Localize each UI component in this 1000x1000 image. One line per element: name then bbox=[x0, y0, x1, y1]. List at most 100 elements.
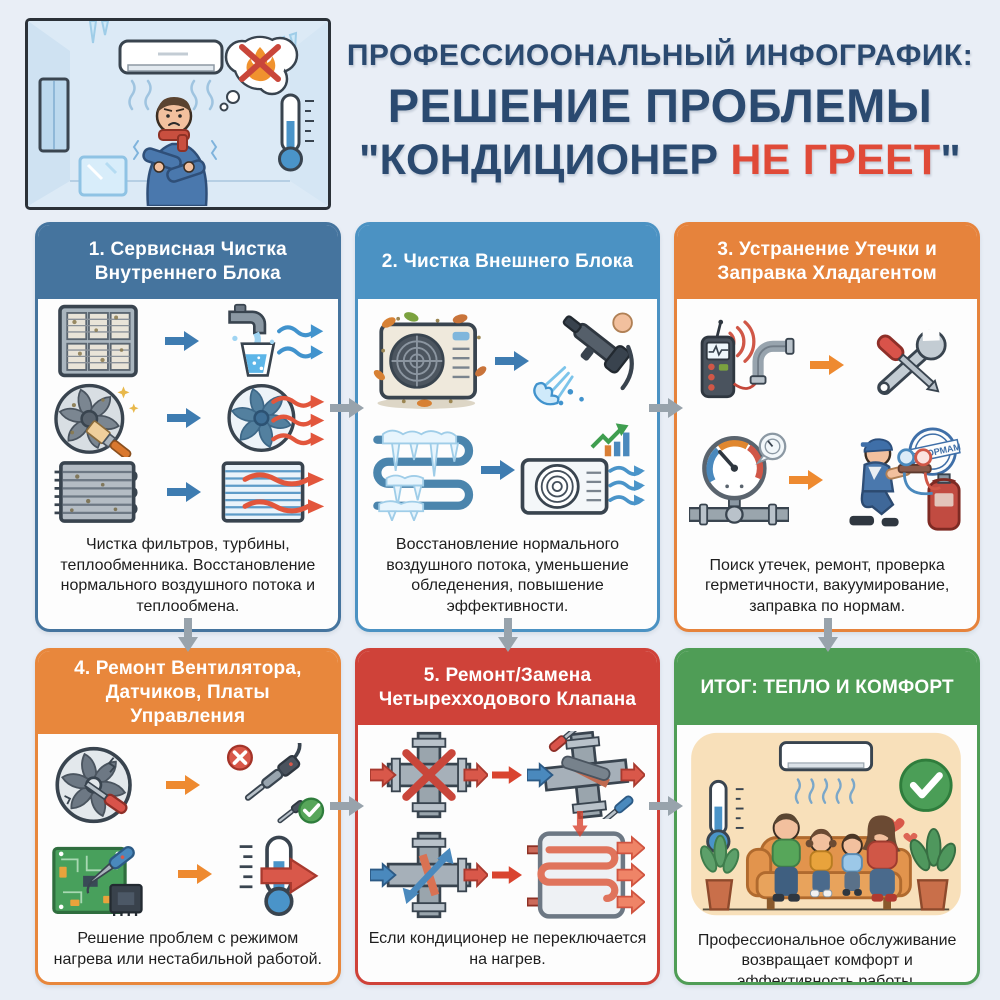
dirty-fan-brush-icon bbox=[54, 383, 139, 458]
cold-thermometer-icon bbox=[278, 93, 314, 172]
panel-5-header: 5. Ремонт/Замена Четырехходового Клапана bbox=[357, 651, 658, 725]
ac-unit-icon bbox=[779, 741, 874, 772]
pipe-elbow-icon bbox=[749, 338, 795, 385]
clean-fan-warm-air-icon bbox=[227, 384, 324, 453]
screwdriver-icon bbox=[83, 780, 128, 815]
panel-2-outdoor-cleaning: 2. Чистка Внешнего Блока bbox=[354, 222, 661, 632]
connector-arrow-1-4 bbox=[178, 618, 198, 652]
panel-1-header: 1. Сервисная Чистка Внутреннего Блока bbox=[38, 225, 338, 299]
connector-arrow-2-5 bbox=[498, 618, 518, 652]
manifold-gauges-icon bbox=[897, 448, 941, 496]
arrow-right-icon bbox=[165, 775, 200, 796]
panel-4-fan-sensors-board: 4. Ремонт Вентилятора, Датчиков, Платы У… bbox=[35, 648, 341, 985]
hero-illustration bbox=[25, 18, 331, 210]
thermometer-heat-icon bbox=[239, 835, 319, 917]
panel-4-header: 4. Ремонт Вентилятора, Датчиков, Платы У… bbox=[38, 651, 338, 735]
ac-unit-icon bbox=[118, 39, 224, 75]
check-circle-icon bbox=[899, 758, 953, 812]
technician-refill-icon: ПО НОРМАМ bbox=[849, 427, 962, 531]
red-x bbox=[401, 748, 456, 801]
crack-lines bbox=[64, 757, 116, 805]
valve-repair-icon bbox=[527, 730, 646, 819]
warm-air-arrows bbox=[242, 472, 311, 514]
panel-1-indoor-cleaning: 1. Сервисная Чистка Внутреннего Блока bbox=[35, 222, 341, 632]
brush-icon bbox=[85, 420, 132, 458]
panel-5-four-way-valve: 5. Ремонт/Замена Четырехходового Клапана bbox=[354, 648, 661, 985]
sensor-probe-icon bbox=[244, 743, 302, 801]
arrow-right-icon bbox=[164, 331, 199, 352]
panel-6-result-comfort: ИТОГ: ТЕПЛО И КОМФОРТ bbox=[674, 648, 980, 985]
chip-icon bbox=[109, 883, 143, 917]
thermometer-icon bbox=[706, 779, 744, 854]
connector-arrow-4-5 bbox=[330, 796, 364, 816]
soldering-iron-icon bbox=[86, 846, 135, 894]
shivering-man-icon bbox=[132, 97, 218, 206]
hose-icon bbox=[620, 344, 635, 391]
leaves-icon bbox=[373, 312, 486, 408]
pressure-washer-icon bbox=[533, 312, 635, 406]
connector-arrow-1-2 bbox=[330, 398, 364, 418]
scale-ticks bbox=[239, 845, 253, 889]
leak-detector-icon bbox=[700, 319, 795, 399]
cold-air-waves-icon bbox=[128, 79, 214, 111]
valve-switch-icon bbox=[369, 831, 488, 918]
arrow-right-icon bbox=[166, 482, 201, 503]
panel-3-caption: Поиск утечек, ремонт, проверка герметичн… bbox=[704, 556, 950, 615]
connector-arrow-5-6 bbox=[649, 796, 683, 816]
clean-coil-warm-air-icon bbox=[221, 461, 324, 523]
title-block: ПРОФЕССИООНАЛЬНЫЙ ИНФОГРАФИК: РЕШЕНИЕ ПР… bbox=[345, 18, 975, 206]
panel-3-leak-refill: 3. Устранение Утечки и Заправка Хладаген… bbox=[674, 222, 980, 632]
pressure-gauge-icon bbox=[689, 432, 790, 526]
arrow-right-icon bbox=[481, 460, 516, 481]
family-comfort-scene bbox=[691, 732, 962, 916]
growth-chart-icon bbox=[590, 423, 630, 457]
panel-6-header: ИТОГ: ТЕПЛО И КОМФОРТ bbox=[677, 651, 977, 725]
panels-grid: 1. Сервисная Чистка Внутреннего Блока bbox=[35, 222, 980, 985]
panel-3-header: 3. Устранение Утечки и Заправка Хладаген… bbox=[677, 225, 977, 299]
valve-blocked-icon bbox=[369, 731, 488, 818]
crossed-flame-x bbox=[239, 44, 281, 82]
crossed-tools-icon bbox=[876, 329, 947, 396]
connector-arrow-3-6 bbox=[818, 618, 838, 652]
wrench-icon bbox=[877, 329, 947, 396]
sensors-check-icon bbox=[226, 743, 324, 824]
panel-2-caption: Восстановление нормального воздушного по… bbox=[386, 536, 629, 615]
frozen-coil-icon bbox=[372, 429, 473, 522]
panel-5-caption: Если кондиционер не переключается на наг… bbox=[368, 930, 647, 968]
screwdriver-icon bbox=[549, 730, 580, 752]
heat-arrow bbox=[260, 857, 319, 895]
panel-1-caption: Чистка фильтров, турбины, теплообменника… bbox=[60, 536, 316, 615]
title-accent: НЕ ГРЕЕТ bbox=[730, 136, 941, 185]
arrow-right-icon bbox=[789, 470, 824, 491]
plant-icon bbox=[909, 827, 957, 911]
refrigerant-cylinder-icon bbox=[927, 473, 961, 531]
screwdriver-icon bbox=[876, 334, 940, 393]
plant-icon bbox=[700, 834, 740, 911]
broken-fan-icon bbox=[55, 747, 132, 824]
thought-bubble-icon bbox=[219, 35, 299, 112]
circuit-board-repair-icon bbox=[52, 846, 143, 917]
warm-air-waves-icon bbox=[795, 778, 856, 804]
panel-2-header: 2. Чистка Внешнего Блока bbox=[357, 225, 658, 299]
dirty-filter-icon bbox=[58, 304, 138, 378]
family-icon bbox=[772, 813, 902, 902]
ice-block-icon bbox=[78, 155, 128, 197]
warm-air-arrows bbox=[270, 395, 315, 446]
snow-ice-icon bbox=[377, 429, 459, 522]
switch-arrows bbox=[402, 847, 454, 904]
clean-outdoor-unit-efficiency-icon bbox=[520, 423, 646, 515]
title-line-2: РЕШЕНИЕ ПРОБЛЕМЫ bbox=[387, 78, 933, 132]
panel-6-caption: Профессиональное обслуживание возвращает… bbox=[697, 932, 957, 985]
connector-arrow-2-3 bbox=[649, 398, 683, 418]
arrow-right-icon bbox=[166, 408, 201, 429]
arrow-right-icon bbox=[177, 864, 212, 885]
title-line-3: "КОНДИЦИОНЕР НЕ ГРЕЕТ" bbox=[359, 136, 961, 185]
gauge-bubble-icon bbox=[755, 432, 787, 466]
dirty-outdoor-unit-icon bbox=[373, 312, 486, 409]
faucet-rinse-icon bbox=[227, 303, 323, 377]
arrow-right-icon bbox=[492, 765, 523, 784]
panel-4-caption: Решение проблем с режимом нагрева или не… bbox=[53, 930, 322, 968]
warm-out-arrows bbox=[616, 834, 646, 915]
dirty-coil-icon bbox=[54, 461, 138, 524]
